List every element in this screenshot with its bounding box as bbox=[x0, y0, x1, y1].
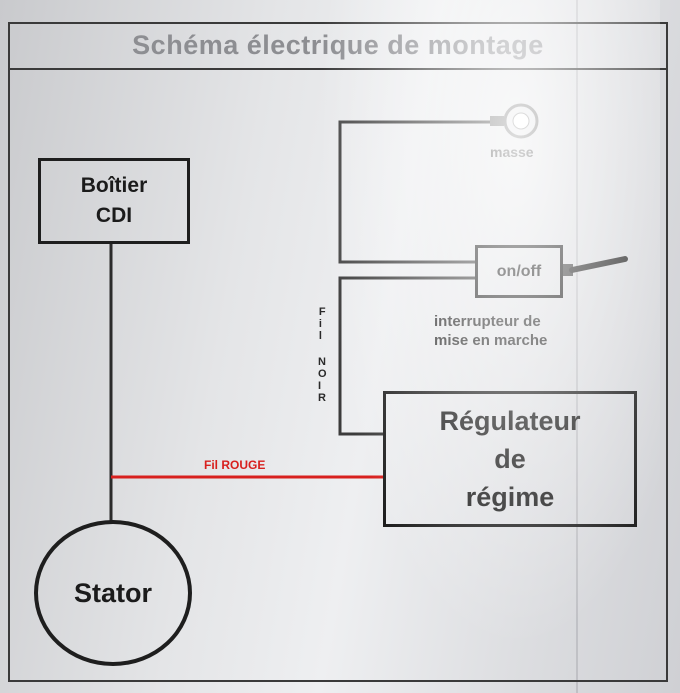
cdi-box: Boîtier CDI bbox=[38, 158, 190, 244]
regulator-label-line1: Régulateur bbox=[439, 406, 581, 436]
red-wire-label: Fil ROUGE bbox=[204, 458, 266, 472]
switch-caption-line1: interrupteur de bbox=[434, 313, 541, 330]
switch-box: on/off bbox=[475, 245, 563, 298]
switch-label: on/off bbox=[496, 262, 542, 280]
black-wire-label-char: I bbox=[318, 380, 322, 392]
cdi-label-line1: Boîtier bbox=[80, 174, 148, 197]
ground-wire bbox=[338, 120, 496, 264]
switch-caption: interrupteur de mise en marche bbox=[434, 312, 547, 350]
ground-terminal-icon bbox=[490, 103, 539, 139]
stator-circle: Stator bbox=[34, 520, 192, 666]
regulator-label-line2: de bbox=[494, 444, 526, 474]
switch-caption-line2: mise en marche bbox=[434, 332, 548, 349]
black-wire-label-char: O bbox=[318, 368, 327, 380]
toggle-lever-icon bbox=[563, 256, 628, 276]
black-wire-label-char: R bbox=[318, 392, 326, 404]
ground-label: masse bbox=[490, 144, 534, 160]
regulator-box: Régulateur de régime bbox=[383, 391, 637, 527]
black-wire-label-char: i bbox=[318, 318, 322, 330]
black-wire-label-char: N bbox=[318, 356, 326, 368]
black-wire-label-char: l bbox=[318, 330, 322, 342]
stator-label: Stator bbox=[73, 577, 152, 608]
cdi-label-line2: CDI bbox=[95, 204, 133, 227]
black-wire-label-char: F bbox=[318, 306, 326, 318]
regulator-label-line3: régime bbox=[465, 482, 555, 512]
